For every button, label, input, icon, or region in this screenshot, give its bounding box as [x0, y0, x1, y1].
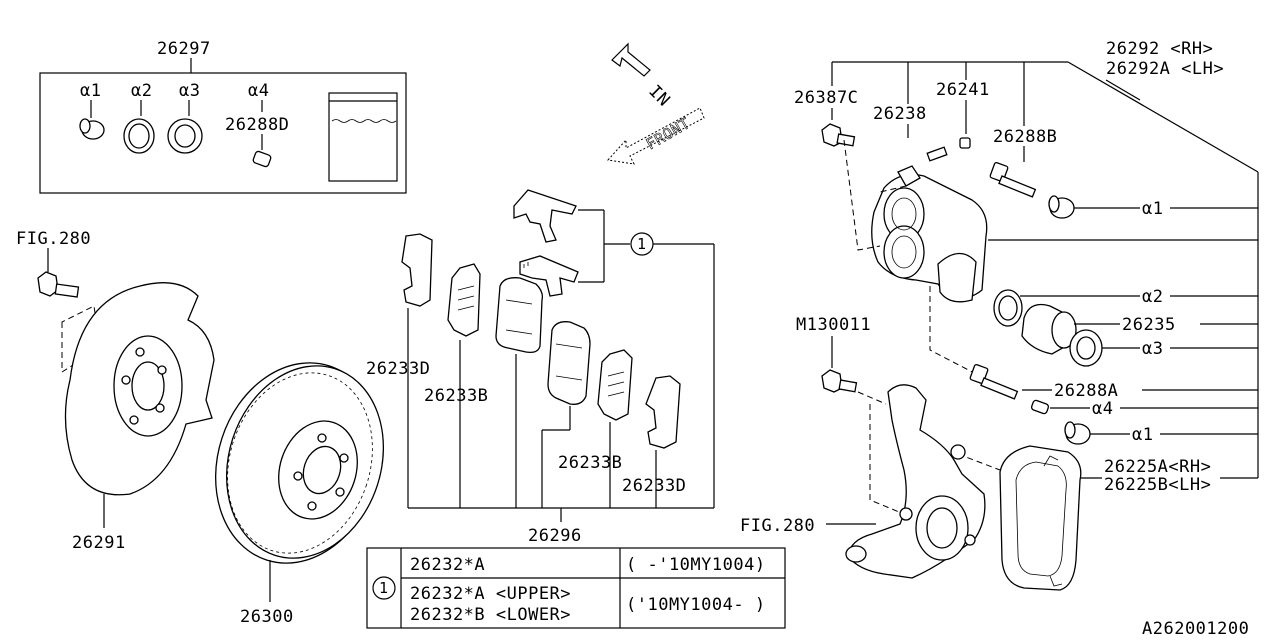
table-row1-applicability: ( -'10MY1004)	[626, 555, 766, 575]
piston-boot-a3-right-icon	[1069, 329, 1103, 367]
shim-26233D-right-icon	[645, 375, 681, 449]
label-26291: 26291	[72, 533, 126, 553]
front-arrow-icon	[607, 107, 705, 165]
piston-seal-a2-right-icon	[993, 289, 1023, 327]
label-right-a1-top: α1	[1142, 199, 1163, 219]
table-row2-part-upper: 26232*A <UPPER>	[410, 584, 571, 604]
label-front: FRONT	[643, 114, 693, 153]
drawing-id: A262001200	[1142, 619, 1249, 639]
label-26288A: 26288A	[1054, 381, 1118, 401]
cap-26241-icon	[959, 137, 971, 149]
bleeder-26238-icon	[926, 146, 948, 162]
label-right-a1-bottom: α1	[1132, 425, 1153, 445]
table-row1-part: 26232*A	[410, 555, 485, 575]
label-26297: 26297	[157, 39, 211, 59]
brake-rotor-icon	[214, 362, 385, 564]
brake-pad-right-icon	[547, 321, 591, 405]
shim-26233B-left-icon	[447, 263, 481, 337]
label-right-a2: α2	[1142, 287, 1163, 307]
label-26233B-right: 26233B	[558, 453, 622, 473]
label-right-a3: α3	[1142, 339, 1163, 359]
applicability-table	[366, 547, 786, 629]
label-26238: 26238	[873, 104, 927, 124]
label-26292-rh: 26292 <RH>	[1106, 39, 1213, 59]
caliper-body-icon	[871, 165, 988, 303]
table-row2-applicability: ('10MY1004- )	[626, 595, 766, 615]
shim-26233D-left-icon	[401, 233, 433, 307]
boot-a1-icon	[79, 118, 105, 140]
piston-seal-a2-icon	[123, 118, 155, 154]
label-fig280-top: FIG.280	[16, 229, 91, 249]
knuckle-bolt-icon	[821, 369, 858, 393]
label-26288D: 26288D	[225, 115, 289, 135]
label-26296: 26296	[528, 526, 582, 546]
label-26233B-left: 26233B	[424, 386, 488, 406]
label-26225a-rh: 26225A<RH>	[1104, 457, 1211, 477]
label-kit-a3: α3	[179, 81, 200, 101]
pad-clip-bottom-icon	[519, 255, 579, 297]
brake-pad-left-icon	[495, 277, 544, 354]
shield-bolt-icon	[37, 271, 80, 298]
guide-pin-26288A-icon	[969, 364, 1019, 400]
label-right-a4: α4	[1092, 399, 1113, 419]
piston-26235-icon	[1021, 303, 1077, 355]
label-26235: 26235	[1122, 315, 1176, 335]
label-circle-1: 1	[637, 235, 647, 253]
label-in: IN	[644, 81, 673, 110]
boot-a1-top-icon	[1048, 195, 1075, 219]
label-kit-a1: α1	[80, 81, 101, 101]
kit-box	[39, 72, 407, 194]
caliper-bracket-icon	[999, 445, 1082, 591]
shim-26233B-right-icon	[597, 349, 633, 421]
label-26233D-left: 26233D	[366, 359, 430, 379]
pin-26288D-icon	[252, 150, 272, 168]
grease-packet-icon	[328, 92, 398, 182]
boot-a1-bottom-icon	[1064, 421, 1091, 445]
dust-shield-icon	[64, 282, 215, 496]
label-26300: 26300	[240, 607, 294, 627]
label-26233D-right: 26233D	[622, 476, 686, 496]
table-row2-part-lower: 26232*B <LOWER>	[410, 605, 571, 625]
label-26387C: 26387C	[794, 88, 858, 108]
guide-pin-26288B-icon	[989, 162, 1037, 198]
pin-a4-right-icon	[1030, 399, 1050, 415]
label-26288B: 26288B	[993, 127, 1057, 147]
label-fig280-knuckle: FIG.280	[740, 516, 815, 536]
label-26225b-lh: 26225B<LH>	[1104, 475, 1211, 495]
caliper-bolt-26387C-icon	[821, 123, 856, 147]
label-kit-a4: α4	[248, 81, 269, 101]
table-circle-1: 1	[379, 579, 389, 597]
label-kit-a2: α2	[131, 81, 152, 101]
label-m130011: M130011	[796, 315, 871, 335]
piston-boot-a3-icon	[167, 118, 203, 154]
label-26241: 26241	[936, 80, 990, 100]
steering-knuckle-icon	[845, 384, 986, 579]
in-arrow-icon	[611, 42, 651, 77]
label-26292a-lh: 26292A <LH>	[1106, 59, 1224, 79]
pad-clip-top-icon	[513, 189, 577, 243]
